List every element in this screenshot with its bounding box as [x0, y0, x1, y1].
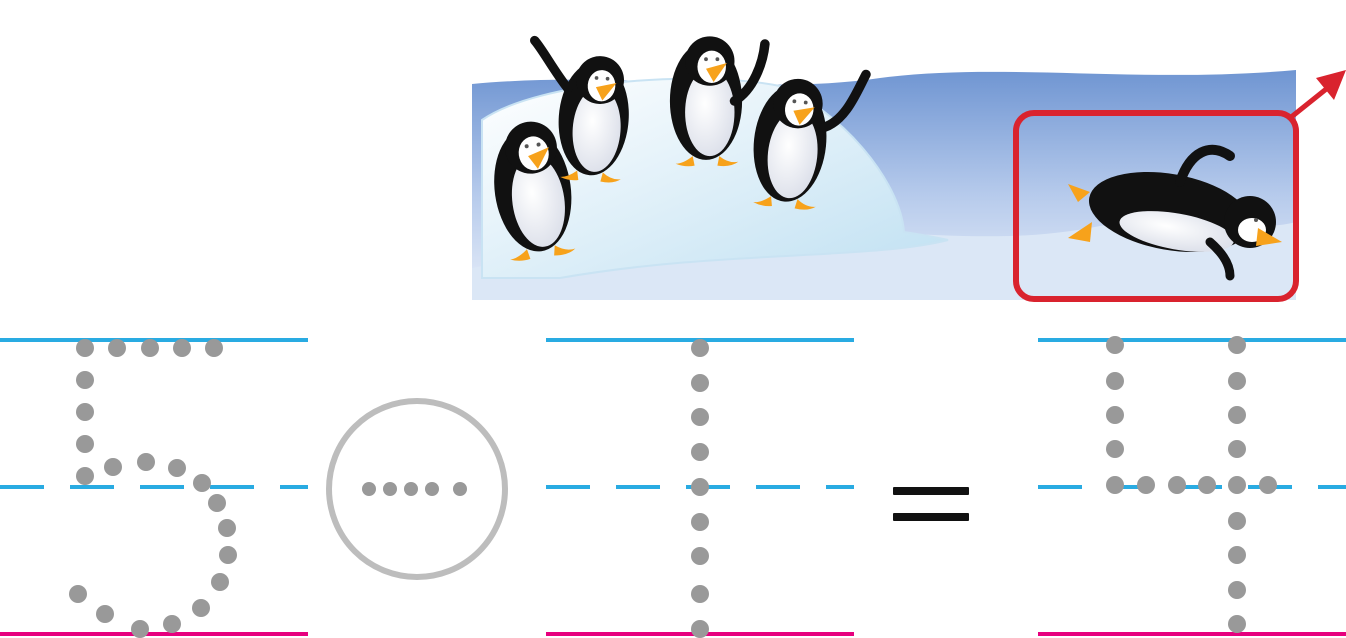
- operator-circle: [326, 398, 508, 580]
- trace-digit-5[interactable]: [69, 339, 237, 638]
- penguin-picture: [472, 35, 1346, 302]
- arrow-icon: [1288, 70, 1346, 120]
- equals-bar-bottom: [893, 513, 969, 521]
- penguin-icon: [530, 35, 633, 184]
- highlight-box: [1013, 110, 1299, 302]
- trace-digit-4[interactable]: [1106, 336, 1277, 633]
- equals-sign: [893, 470, 969, 530]
- guide-lines-minuend: [0, 338, 308, 636]
- penguin-icon: [747, 69, 871, 212]
- operator-blank[interactable]: [326, 398, 508, 580]
- trace-minus-sign: [362, 482, 467, 496]
- guide-lines-result: [1038, 338, 1346, 636]
- equals-bar-top: [893, 487, 969, 495]
- penguin-icon: [669, 36, 770, 167]
- penguin-icon: [1066, 144, 1282, 281]
- trace-digit-1[interactable]: [691, 339, 709, 638]
